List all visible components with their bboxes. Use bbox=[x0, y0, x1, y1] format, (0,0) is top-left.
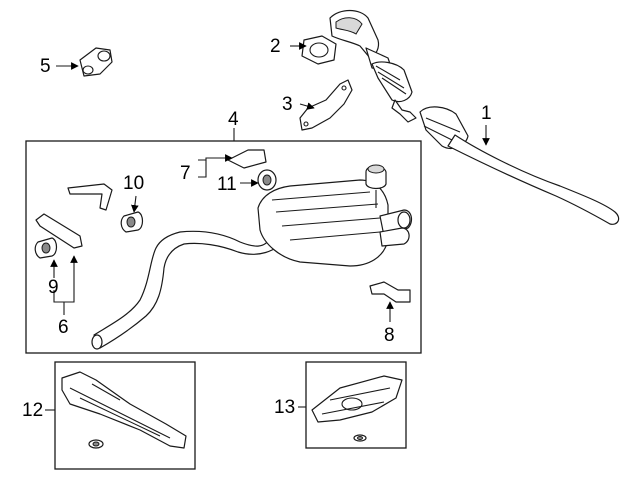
callout-8: 8 bbox=[384, 325, 395, 346]
muffler-assembly bbox=[91, 164, 413, 350]
hanger-8 bbox=[369, 281, 411, 303]
heat-shield bbox=[61, 371, 187, 449]
callout-6: 6 bbox=[58, 317, 69, 338]
callout-11: 11 bbox=[217, 174, 237, 195]
insulator-9 bbox=[34, 237, 58, 259]
callout-12: 12 bbox=[22, 400, 44, 421]
clamp bbox=[79, 47, 113, 77]
hanger-7 bbox=[227, 149, 267, 169]
callout-9: 9 bbox=[48, 277, 59, 298]
callout-13: 13 bbox=[274, 397, 296, 418]
lower-shield-frame bbox=[305, 361, 407, 449]
callout-1: 1 bbox=[481, 103, 492, 124]
leader-lines bbox=[45, 42, 490, 411]
heat-shield-frame bbox=[54, 361, 196, 470]
hanger-upper-left bbox=[67, 183, 113, 211]
lower-shield bbox=[311, 375, 403, 442]
insulator-11 bbox=[257, 169, 277, 191]
callout-10: 10 bbox=[123, 173, 145, 194]
insulator-10 bbox=[120, 211, 144, 233]
main-group-frame bbox=[25, 140, 422, 354]
callout-7: 7 bbox=[180, 163, 191, 184]
gasket bbox=[301, 35, 337, 65]
callout-3: 3 bbox=[282, 94, 293, 115]
callout-4: 4 bbox=[228, 109, 239, 130]
callout-2: 2 bbox=[270, 36, 281, 57]
callout-5: 5 bbox=[40, 56, 51, 77]
bracket bbox=[299, 79, 353, 131]
converter-pipe bbox=[329, 9, 620, 225]
hanger-bracket bbox=[35, 213, 83, 249]
